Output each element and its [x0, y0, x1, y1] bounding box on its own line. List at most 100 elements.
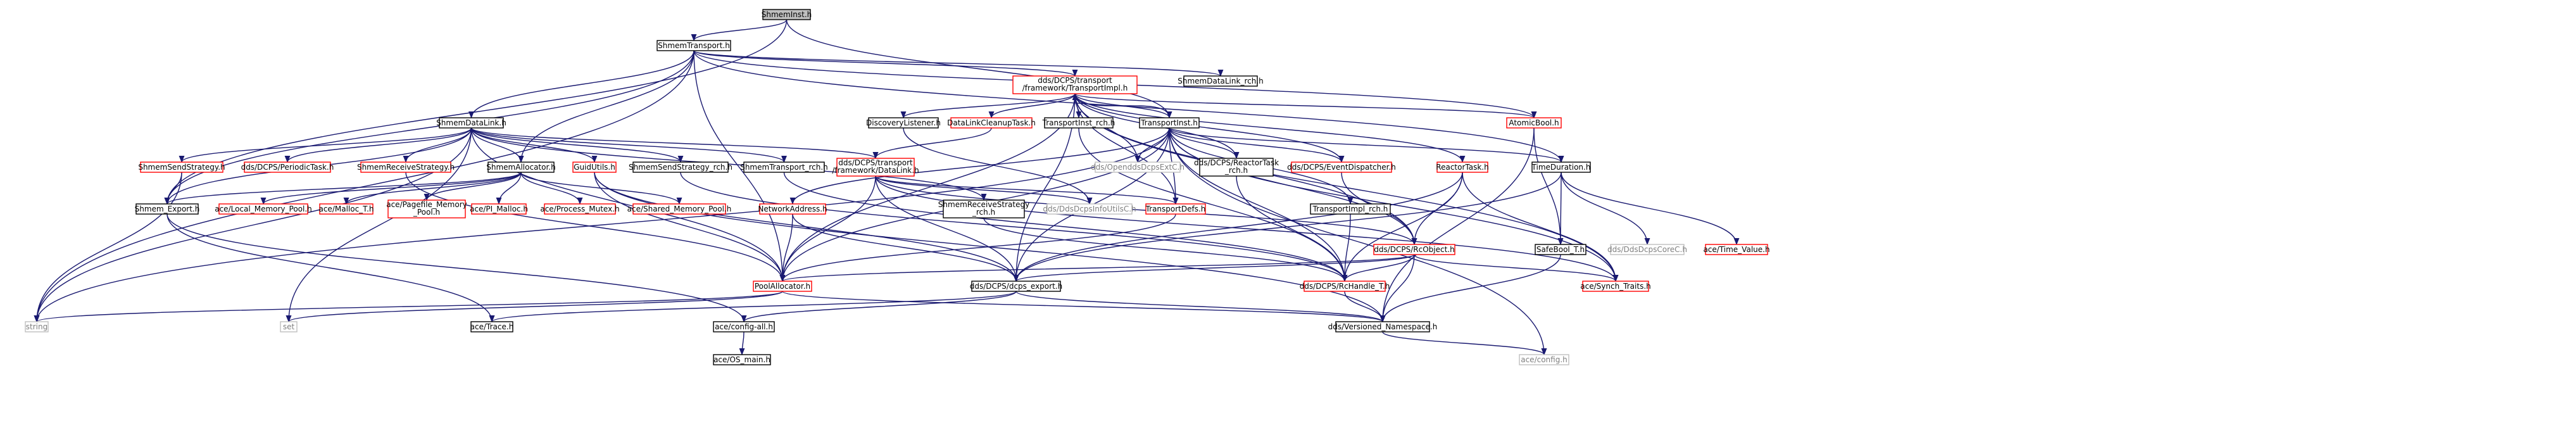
edge-ReactorTask_h-to-Synch_Traits_h: [1462, 172, 1619, 282]
edge-DiscoveryListener_h-to-DdsDcpsInfoUtilsC_h: [903, 127, 1093, 205]
node-OpenddsDcpsExtC_h[interactable]: dds/OpenddsDcpsExtC.h: [1091, 161, 1184, 173]
node-label: ShmemInst.h: [762, 10, 812, 19]
node-config_h[interactable]: ace/config.h: [1519, 354, 1569, 365]
node-ShmemSendStrategy_rch_h[interactable]: ShmemSendStrategy_rch.h: [629, 161, 732, 173]
node-box: [487, 161, 555, 173]
node-DiscoveryListener_h[interactable]: DiscoveryListener.h: [866, 117, 941, 129]
node-dcps_export_h[interactable]: dds/DCPS/dcps_export.h: [970, 281, 1062, 292]
node-Shared_Memory_Pool_h[interactable]: ace/Shared_Memory_Pool.h: [627, 203, 732, 215]
node-DdsDcpsCoreC_h[interactable]: dds/DdsDcpsCoreC.h: [1607, 244, 1687, 255]
node-Pagefile_Memory_Pool_h[interactable]: ace/Pagefile_Memory_Pool.h: [386, 199, 467, 218]
edge-DataLink_h-to-Synch_Traits_h: [875, 175, 1619, 282]
node-EventDispatcher_h[interactable]: dds/DCPS/EventDispatcher.h: [1287, 161, 1396, 173]
node-box: [713, 321, 775, 332]
node-ShmemReceiveStrategy_h[interactable]: ShmemReceiveStrategy.h: [357, 161, 455, 173]
node-label: dds/DCPS/transport: [838, 158, 913, 167]
node-ShmemInst_h[interactable]: ShmemInst.h: [762, 9, 812, 20]
node-box: [762, 9, 811, 20]
node-GuidUtils_h[interactable]: GuidUtils.h: [572, 161, 617, 173]
edge-RcObject_h-to-PoolAllocator_h: [780, 254, 1415, 282]
node-ShmemDataLink_rch_h[interactable]: ShmemDataLink_rch.h: [1178, 75, 1264, 87]
node-ShmemTransport_h[interactable]: ShmemTransport.h: [657, 40, 731, 51]
edge-TimeDuration_h-to-dcps_export_h: [1013, 172, 1562, 282]
node-Malloc_T_h[interactable]: ace/Malloc_T.h: [318, 203, 374, 215]
node-label: ShmemReceiveStrategy.h: [357, 163, 455, 172]
edge-DataLink_h-to-DdsDcpsInfoUtilsC_h: [875, 175, 1093, 205]
node-PI_Malloc_h[interactable]: ace/PI_Malloc.h: [470, 203, 528, 215]
node-TimeDuration_h[interactable]: TimeDuration.h: [1531, 161, 1591, 173]
node-TransportImpl_h[interactable]: dds/DCPS/transport/framework/TransportIm…: [1012, 75, 1138, 94]
node-box: [1705, 244, 1768, 255]
edge-TransportInst_rch_h-to-RcHandle_T_h: [1078, 127, 1348, 282]
node-label: ReactorTask.h: [1436, 163, 1488, 172]
edges-layer: [34, 19, 1740, 356]
edge-ShmemAllocator_h-to-Shmem_Export_h: [164, 172, 522, 205]
edge-TransportInst_h-to-NetworkAddress_h: [789, 127, 1170, 205]
node-AtomicBool_h[interactable]: AtomicBool.h: [1506, 117, 1562, 129]
edge-TransportImpl_h-to-TransportDefs_h: [1074, 93, 1179, 205]
node-Synch_Traits_h[interactable]: ace/Synch_Traits.h: [1580, 281, 1651, 292]
node-DataLink_h[interactable]: dds/DCPS/transport/framework/DataLink.h: [832, 158, 919, 177]
node-box: [657, 40, 731, 51]
node-config_all_h[interactable]: ace/config-all.h: [713, 321, 775, 332]
node-ShmemReceiveStrategy_rch_h[interactable]: ShmemReceiveStrategy_rch.h: [938, 199, 1029, 218]
node-DataLinkCleanupTask_h[interactable]: DataLinkCleanupTask.h: [947, 117, 1036, 129]
node-Versioned_Namespace_h[interactable]: dds/Versioned_Namespace.h: [1328, 321, 1438, 332]
node-RcHandle_T_h[interactable]: dds/DCPS/RcHandle_T.h: [1300, 281, 1390, 292]
node-box: [943, 199, 1025, 218]
node-label: string: [26, 322, 47, 331]
edge-ReactorTask_h-to-dcps_export_h: [1013, 172, 1463, 282]
edge-TransportImpl_h-to-PoolAllocator_h: [779, 93, 1076, 282]
edge-ShmemTransport_h-to-ShmemDataLink_h: [468, 50, 694, 119]
node-Local_Memory_Pool_h[interactable]: ace/Local_Memory_Pool.h: [215, 203, 312, 215]
node-set[interactable]: set: [280, 321, 298, 332]
edge-ShmemAllocator_h-to-Process_Mutex_h: [520, 172, 583, 205]
node-box: [1199, 158, 1274, 177]
edge-ShmemAllocator_h-to-Malloc_T_h: [343, 172, 522, 205]
node-box: [140, 161, 223, 173]
node-TransportInst_h[interactable]: TransportInst.h: [1139, 117, 1200, 129]
node-label: dds/DCPS/dcps_export.h: [970, 282, 1062, 291]
node-ReactorTask_rch_h[interactable]: dds/DCPS/ReactorTask_rch.h: [1194, 158, 1279, 177]
node-ShmemAllocator_h[interactable]: ShmemAllocator.h: [486, 161, 556, 173]
node-PeriodicTask_h[interactable]: dds/DCPS/PeriodicTask.h: [241, 161, 334, 173]
node-Trace_h[interactable]: ace/Trace.h: [470, 321, 514, 332]
edge-ShmemTransport_h-to-ShmemAllocator_h: [518, 50, 694, 163]
node-label: TransportDefs.h: [1145, 205, 1206, 213]
edge-TransportImpl_h-to-DiscoveryListener_h: [900, 93, 1076, 119]
node-Process_Mutex_h[interactable]: ace/Process_Mutex.h: [540, 203, 620, 215]
node-ShmemDataLink_h[interactable]: ShmemDataLink.h: [436, 117, 506, 129]
node-SafeBool_T_h[interactable]: SafeBool_T.h: [1535, 244, 1586, 255]
node-RcObject_h[interactable]: dds/DCPS/RcObject.h: [1373, 244, 1455, 255]
node-PoolAllocator_h[interactable]: PoolAllocator.h: [753, 281, 812, 292]
node-box: [1519, 354, 1569, 365]
node-Time_Value_h[interactable]: ace/Time_Value.h: [1703, 244, 1770, 255]
node-label: SafeBool_T.h: [1536, 245, 1585, 254]
node-box: [1310, 203, 1391, 215]
node-box: [759, 203, 826, 215]
node-label: ace/config.h: [1521, 355, 1568, 364]
node-TransportDefs_h[interactable]: TransportDefs.h: [1145, 203, 1206, 215]
node-NetworkAddress_h[interactable]: NetworkAddress.h: [758, 203, 827, 215]
edge-ShmemInst_h-to-TransportInst_h: [786, 19, 1172, 119]
node-box: [1139, 117, 1200, 129]
node-label: ShmemTransport.h: [658, 41, 730, 50]
node-label: dds/DCPS/RcObject.h: [1374, 245, 1454, 254]
node-DdsDcpsInfoUtilsC_h[interactable]: dds/DdsDcpsInfoUtilsC.h: [1043, 203, 1136, 215]
node-label: GuidUtils.h: [574, 163, 615, 172]
edge-NetworkAddress_h-to-PoolAllocator_h: [779, 213, 793, 282]
node-Shmem_Export_h[interactable]: Shmem_Export.h: [135, 203, 200, 215]
edge-ShmemDataLink_h-to-ShmemSendStrategy_rch_h: [470, 127, 684, 163]
node-TransportInst_rch_h[interactable]: TransportInst_rch.h: [1042, 117, 1115, 129]
edge-TransportImpl_h-to-EventDispatcher_h: [1074, 93, 1345, 163]
node-ShmemSendStrategy_h[interactable]: ShmemSendStrategy.h: [138, 161, 225, 173]
node-ReactorTask_h[interactable]: ReactorTask.h: [1436, 161, 1489, 173]
node-label: ace/Pagefile_Memory: [386, 200, 467, 209]
edge-ShmemDataLink_h-to-PoolAllocator_h: [470, 127, 786, 282]
node-ShmemTransport_rch_h[interactable]: ShmemTransport_rch.h: [740, 161, 828, 173]
node-TransportImpl_rch_h[interactable]: TransportImpl_rch.h: [1310, 203, 1391, 215]
node-OS_main_h[interactable]: ace/OS_main.h: [713, 354, 771, 365]
node-box: [1335, 321, 1430, 332]
node-string[interactable]: string: [25, 321, 49, 332]
edge-TransportInst_h-to-TimeDuration_h: [1169, 127, 1564, 163]
